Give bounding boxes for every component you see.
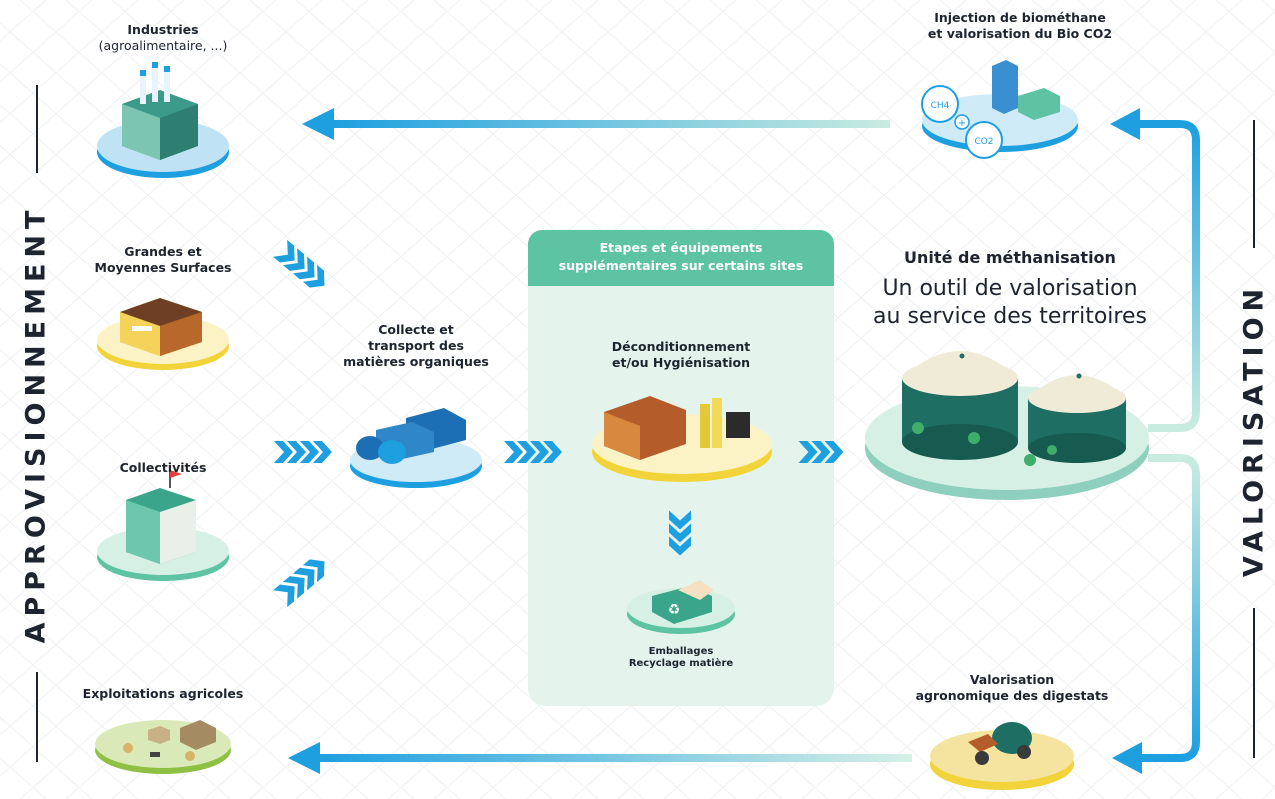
right-rule-bottom (1253, 608, 1255, 758)
chevron (274, 441, 293, 463)
plus-badge: + (954, 114, 970, 130)
collecte-label: Collecte et transport des matières organ… (343, 322, 489, 369)
chevron (302, 264, 325, 288)
flow-arrow-top (302, 108, 890, 140)
digestats-label: Valorisation agronomique des digestats (915, 672, 1109, 703)
chevron (543, 441, 562, 463)
methanisation-title: Unité de méthanisation (904, 248, 1116, 267)
digestats-island-icon (930, 722, 1074, 790)
deconditionnement-label: Déconditionnement et/ou Hygiénisation (611, 339, 751, 370)
exploitations-label: Exploitations agricoles (82, 686, 244, 701)
exploitations-island-icon (95, 720, 231, 774)
left-rule-bottom (36, 672, 38, 762)
emballages-island-icon: ♻ (627, 580, 735, 634)
industries-title: Industries (127, 22, 199, 37)
chevron (292, 256, 315, 280)
chevrons-from-collectivites (274, 441, 332, 463)
right-rule-top (1253, 120, 1255, 248)
collectivites-island-icon (97, 470, 229, 581)
chevron (282, 248, 305, 271)
svg-text:+: + (958, 118, 966, 129)
left-rule-top (36, 85, 38, 173)
methanisation-unit-icon (865, 351, 1149, 500)
chevron (530, 441, 549, 463)
svg-text:CH4: CH4 (931, 101, 950, 111)
methanisation-tagline: Un outil de valorisation au service des … (873, 276, 1147, 329)
chevron (313, 441, 332, 463)
chevron (811, 441, 831, 463)
chevrons-from-gms (273, 239, 325, 288)
recycle-icon: ♻ (668, 602, 681, 618)
gms-label: Grandes et Moyennes Surfaces (94, 244, 232, 275)
chevron (669, 523, 691, 543)
deconditionnement-island-icon (592, 396, 772, 482)
chevron (824, 441, 844, 463)
industries-label: Industries (agroalimentaire, ...) (88, 22, 238, 54)
chevron (282, 576, 305, 599)
chevron (517, 441, 536, 463)
flow-arrow-right-up (1110, 108, 1200, 432)
chevron (504, 441, 523, 463)
chevron (302, 559, 325, 583)
emballages-label: Emballages Recyclage matière (628, 646, 734, 669)
optional-steps-header: Etapes et équipements supplémentaires su… (528, 230, 834, 286)
methanisation-title-block: Unité de méthanisation Un outil de valor… (872, 248, 1148, 331)
ch4-badge: CH4 (921, 85, 959, 123)
injection-label: Injection de biométhane et valorisation … (927, 10, 1113, 41)
optional-steps-panel (528, 286, 834, 706)
injection-island-icon (922, 60, 1078, 152)
chevrons-to-emballages (669, 510, 691, 556)
chevron (273, 239, 295, 263)
industries-island-icon (97, 62, 229, 178)
svg-text:CO2: CO2 (974, 137, 993, 147)
gms-island-icon (97, 298, 229, 370)
industries-subtitle: (agroalimentaire, ...) (98, 38, 228, 53)
chevron (300, 441, 319, 463)
co2-badge: CO2 (965, 121, 1003, 159)
flow-arrow-right-down (1112, 454, 1200, 774)
chevrons-to-deconditionnement (504, 441, 562, 463)
chevron (669, 510, 691, 530)
collectivites-label: Collectivités (119, 460, 207, 475)
chevron (273, 584, 295, 608)
chevron (798, 441, 818, 463)
chevron (287, 441, 306, 463)
chevron (292, 567, 315, 591)
chevrons-to-methanisation (798, 441, 844, 463)
chevron (669, 536, 691, 556)
flow-arrow-bottom (288, 742, 912, 774)
collecte-island-icon (350, 408, 482, 488)
chevrons-from-exploitations (273, 559, 325, 608)
